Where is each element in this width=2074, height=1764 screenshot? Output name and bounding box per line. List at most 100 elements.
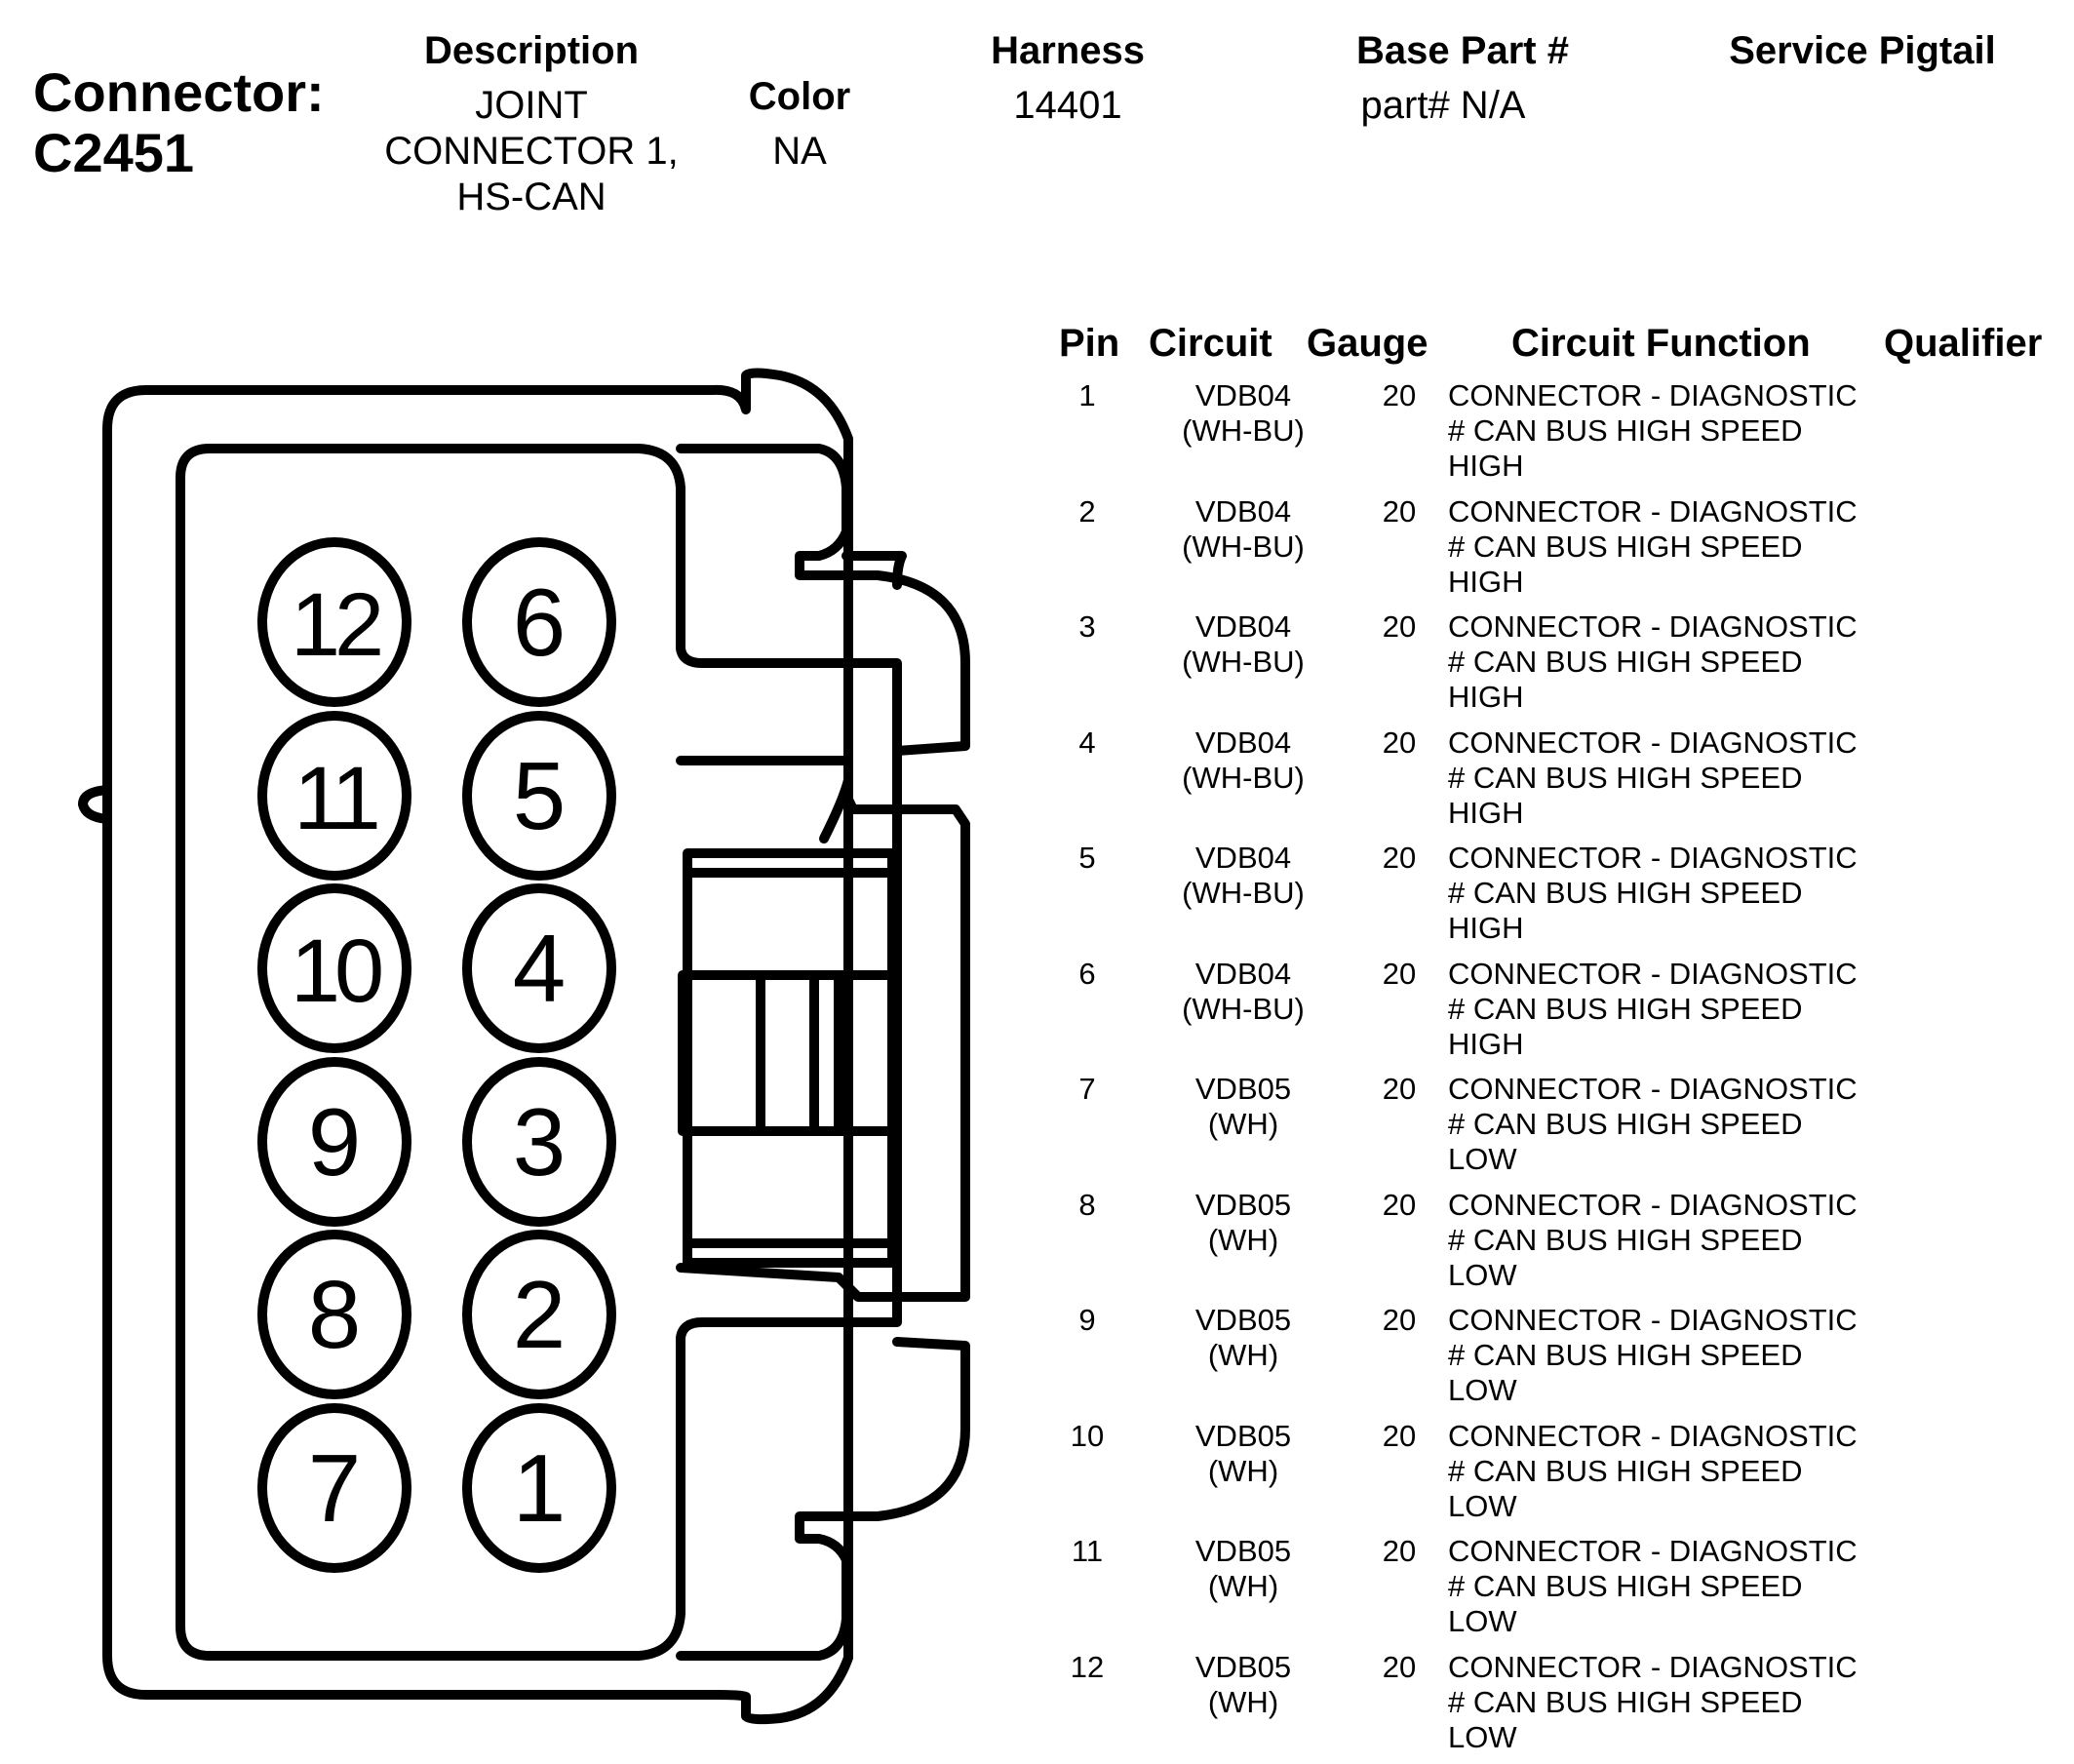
function-line: LOW [1448,1489,1517,1523]
gauge-cell: 20 [1382,609,1417,644]
function-cell: CONNECTOR - DIAGNOSTIC# CAN BUS HIGH SPE… [1448,1650,1858,1755]
gauge-cell: 20 [1382,957,1417,991]
description-line: JOINT [475,84,588,127]
function-cell: CONNECTOR - DIAGNOSTIC# CAN BUS HIGH SPE… [1448,841,1858,946]
function-line: # CAN BUS HIGH SPEED [1448,413,1803,448]
circuit-cell: VDB05(WH) [1151,1534,1336,1604]
pin-number: 7 [308,1434,362,1542]
color-block: Color NA [722,75,878,175]
pin-number: 5 [513,742,567,849]
function-line: CONNECTOR - DIAGNOSTIC [1448,1188,1858,1222]
function-line: CONNECTOR - DIAGNOSTIC [1448,609,1858,644]
function-line: CONNECTOR - DIAGNOSTIC [1448,957,1858,991]
pin-cell: 2 [1078,494,1096,529]
pin-cell: 1 [1078,378,1096,412]
pin-cavity: 6 [462,537,616,707]
pin-cavity: 8 [257,1230,411,1399]
harness-block: Harness 14401 [965,29,1170,129]
gauge-cell: 20 [1382,1303,1417,1337]
circuit-color: (WH-BU) [1182,992,1305,1026]
latch-upper-inner [841,551,907,590]
circuit-code: VDB04 [1194,725,1292,760]
circuit-cell: VDB04(WH-BU) [1151,725,1336,796]
function-line: CONNECTOR - DIAGNOSTIC [1448,1650,1858,1684]
function-line: LOW [1448,1604,1517,1638]
function-line: CONNECTOR - DIAGNOSTIC [1448,841,1858,875]
pin-number: 2 [513,1261,567,1368]
function-line: HIGH [1448,796,1524,830]
connector-label: Connector: [33,61,325,123]
gauge-cell: 20 [1382,1534,1417,1568]
pin-number: 9 [308,1088,362,1196]
pin-number: 1 [513,1434,567,1542]
gauge-cell: 20 [1382,725,1417,760]
pin-cavity: 1 [462,1403,616,1573]
circuit-color: (WH) [1207,1107,1279,1141]
gauge-cell: 20 [1382,1419,1417,1453]
circuit-color: (WH) [1207,1223,1279,1257]
function-line: CONNECTOR - DIAGNOSTIC [1448,1534,1858,1568]
pin-cavity-outline [257,1057,411,1227]
function-cell: CONNECTOR - DIAGNOSTIC# CAN BUS HIGH SPE… [1448,725,1858,831]
function-line: # CAN BUS HIGH SPEED [1448,876,1803,910]
function-line: CONNECTOR - DIAGNOSTIC [1448,1072,1858,1106]
function-line: LOW [1448,1258,1517,1292]
pin-number: 6 [513,568,567,676]
circuit-color: (WH) [1207,1454,1279,1488]
harness-value: 14401 [1013,84,1122,127]
circuit-code: VDB05 [1194,1419,1292,1453]
base-part-label: Base Part # [1356,29,1569,72]
base-part-value: part# N/A [1360,84,1526,127]
description-label: Description [423,29,640,72]
pin-number: 4 [513,915,567,1022]
function-cell: CONNECTOR - DIAGNOSTIC# CAN BUS HIGH SPE… [1448,378,1858,484]
pin-number: 8 [308,1261,362,1368]
function-line: HIGH [1448,680,1524,714]
pin-cavity-outline [462,1403,616,1573]
function-line: # CAN BUS HIGH SPEED [1448,529,1803,564]
function-line: HIGH [1448,565,1524,599]
circuit-color: (WH-BU) [1182,876,1305,910]
circuit-cell: VDB04(WH-BU) [1151,957,1336,1027]
pin-cavity-outline [257,1403,411,1573]
pin-cavity: 11 [257,711,411,881]
col-header-gauge: Gauge [1307,322,1428,365]
circuit-code: VDB04 [1194,609,1292,644]
circuit-code: VDB05 [1194,1303,1292,1337]
service-pigtail-label: Service Pigtail [1729,29,1996,72]
gauge-cell: 20 [1382,1072,1417,1106]
pin-cavity-outline [257,537,411,707]
col-header-circuit: Circuit [1149,322,1272,365]
function-line: # CAN BUS HIGH SPEED [1448,645,1803,679]
pin-cavity-outline [462,711,616,881]
function-line: # CAN BUS HIGH SPEED [1448,1685,1803,1719]
circuit-cell: VDB05(WH) [1151,1303,1336,1373]
pin-cavity-outline [462,1057,616,1227]
function-line: # CAN BUS HIGH SPEED [1448,1569,1803,1603]
function-line: # CAN BUS HIGH SPEED [1448,1454,1803,1488]
circuit-code: VDB05 [1194,1072,1292,1106]
function-line: HIGH [1448,449,1524,483]
pin-cell: 10 [1070,1419,1105,1453]
color-value: NA [772,130,827,173]
function-line: CONNECTOR - DIAGNOSTIC [1448,1419,1858,1453]
gauge-cell: 20 [1382,494,1417,529]
gauge-cell: 20 [1382,1650,1417,1684]
circuit-code: VDB04 [1194,841,1292,875]
function-line: CONNECTOR - DIAGNOSTIC [1448,1303,1858,1337]
circuit-code: VDB04 [1194,957,1292,991]
function-line: LOW [1448,1142,1517,1176]
circuit-cell: VDB05(WH) [1151,1188,1336,1258]
circuit-color: (WH-BU) [1182,761,1305,795]
circuit-cell: VDB04(WH-BU) [1151,609,1336,680]
function-line: # CAN BUS HIGH SPEED [1448,1107,1803,1141]
col-header-function: Circuit Function [1511,322,1811,365]
pin-cell: 5 [1078,841,1096,875]
